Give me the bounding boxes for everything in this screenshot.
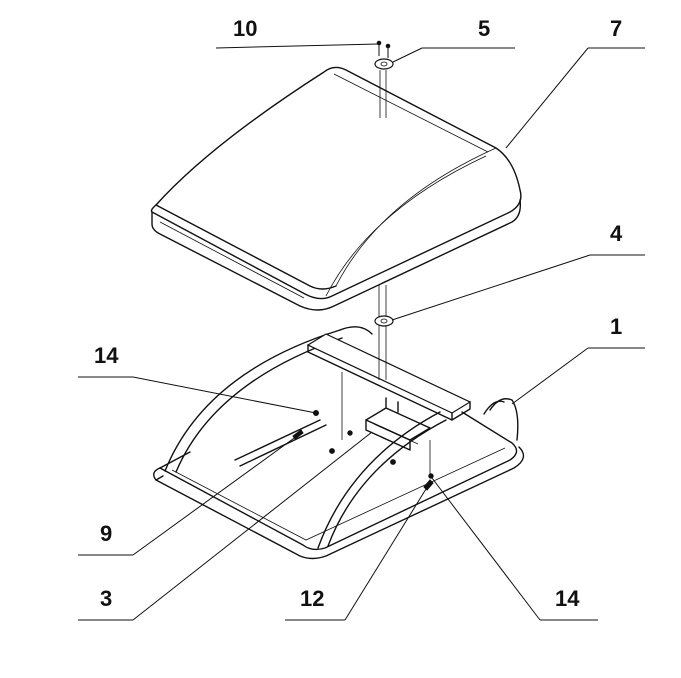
callout-10: 10 bbox=[233, 16, 257, 41]
callout-14-left: 14 bbox=[94, 343, 119, 368]
leader-lines bbox=[78, 43, 645, 621]
callout-14-right: 14 bbox=[555, 586, 580, 611]
bracket-plate bbox=[306, 333, 472, 451]
callout-3: 3 bbox=[100, 586, 112, 611]
pole-shaft bbox=[378, 70, 387, 380]
callout-7: 7 bbox=[610, 16, 622, 41]
callout-1: 1 bbox=[610, 314, 622, 339]
callout-5: 5 bbox=[478, 16, 490, 41]
washer-top bbox=[374, 58, 394, 70]
cover-canopy bbox=[150, 66, 522, 311]
callout-12: 12 bbox=[300, 586, 324, 611]
callout-4: 4 bbox=[610, 221, 623, 246]
callout-labels: 10 5 7 4 1 14 9 3 12 14 bbox=[94, 16, 623, 611]
callout-9: 9 bbox=[100, 521, 112, 546]
base-frame bbox=[153, 326, 525, 560]
washer-middle bbox=[374, 315, 394, 327]
screw-pair-top bbox=[376, 40, 391, 58]
